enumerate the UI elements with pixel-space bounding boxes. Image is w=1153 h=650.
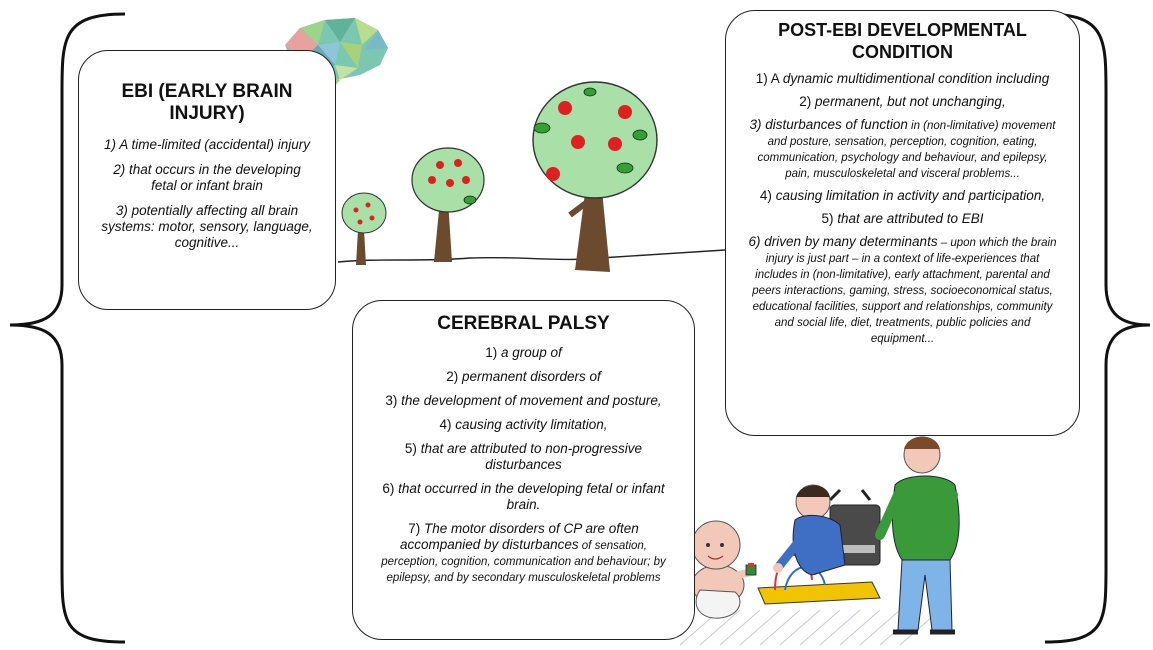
right-brace (1044, 12, 1151, 644)
cp-item-4: 4) causing activity limitation, (439, 417, 608, 432)
cp-item-5: 5) that are attributed to non-progressiv… (404, 441, 643, 472)
post-item-3: 3) disturbances of function in (non-limi… (749, 117, 1056, 180)
post-ebi-box: POST-EBI DEVELOPMENTAL CONDITION 1) A dy… (725, 10, 1080, 436)
cp-item-1: 1) a group of (485, 345, 562, 360)
ebi-title: EBI (EARLY BRAIN INJURY) (121, 81, 293, 124)
ground-line (337, 249, 726, 263)
post-item-2: 2) permanent, but not unchanging, (799, 94, 1006, 109)
baby-figure (691, 520, 757, 619)
cerebral-palsy-box: CEREBRAL PALSY 1) a group of 2) permanen… (352, 300, 695, 640)
left-brace (9, 12, 126, 644)
small-tree (341, 192, 387, 265)
post-item-6: 6) driven by many determinants – upon wh… (748, 234, 1057, 345)
standing-man (875, 436, 960, 635)
ebi-item-2: 2) that occurs in the developing fetal o… (113, 162, 301, 193)
floor-hatching (679, 609, 941, 646)
cerebral-palsy-title: CEREBRAL PALSY (437, 313, 610, 334)
cp-item-6: 6) that occurred in the developing fetal… (382, 481, 665, 512)
cp-item-7: 7) The motor disorders of CP are often a… (381, 521, 666, 584)
post-ebi-title: POST-EBI DEVELOPMENTAL CONDITION (778, 20, 1027, 62)
ebi-item-3: 3) potentially affecting all brain syste… (101, 203, 313, 250)
post-item-5: 5) that are attributed to EBI (821, 211, 984, 226)
post-item-4: 4) causing limitation in activity and pa… (759, 188, 1046, 203)
post-item-1: 1) A dynamic multidimentional condition … (755, 71, 1050, 86)
seated-boy (773, 484, 846, 576)
ebi-item-1: 1) A time-limited (accidental) injury (103, 137, 311, 152)
ebi-box: EBI (EARLY BRAIN INJURY) 1) A time-limit… (78, 50, 336, 310)
cp-item-3: 3) the development of movement and postu… (385, 393, 662, 408)
medium-tree (411, 147, 485, 262)
cp-item-2: 2) permanent disorders of (446, 369, 601, 384)
large-tree (532, 81, 658, 272)
